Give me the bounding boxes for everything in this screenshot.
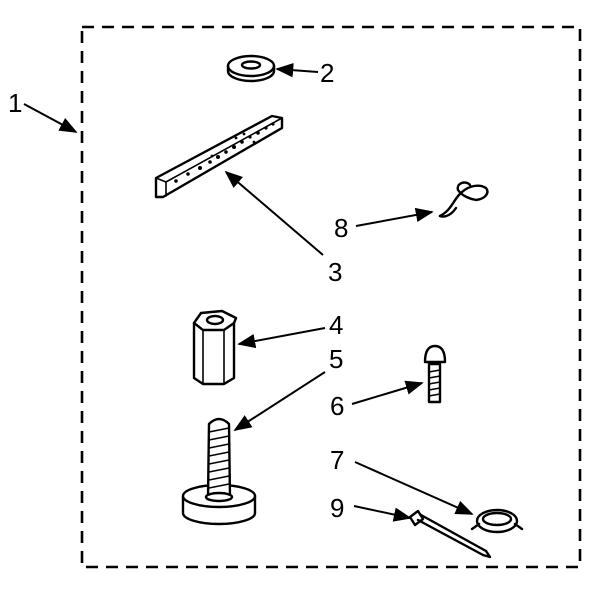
bracket-callout-label: 3 — [328, 257, 342, 287]
leveling-foot-leader-line — [233, 371, 326, 431]
bracket-leader-line — [224, 170, 324, 256]
clip-leader-line — [355, 207, 434, 227]
hex-coupling-nut-icon — [192, 309, 238, 386]
kit-boundary — [80, 25, 582, 569]
bolt-part: 6 — [330, 344, 447, 421]
tie-part: 9 — [330, 493, 492, 559]
washer-leader-line — [275, 63, 319, 78]
perforated-bracket-strap-icon — [154, 114, 284, 199]
bolt-callout-label: 6 — [330, 391, 344, 421]
callout-group-kit: 1 — [8, 88, 78, 133]
bolt-leader-line — [351, 380, 424, 405]
wire-clip-icon — [438, 181, 489, 218]
clamp-part: 7 — [330, 445, 524, 534]
clamp-leader-line — [354, 461, 474, 515]
carriage-bolt-icon — [423, 344, 447, 404]
coupling-nut-leader-line — [237, 327, 326, 349]
coupling-nut-callout-label: 4 — [329, 310, 343, 340]
washer-callout-label: 2 — [320, 58, 334, 88]
kit-callout-label: 1 — [8, 88, 22, 118]
cable-tie-icon — [408, 509, 492, 559]
leveling-leg-with-foot-icon — [181, 417, 257, 526]
leveling-foot-part: 5 — [181, 344, 343, 526]
bracket-part: 3 — [154, 114, 342, 287]
hose-clamp-icon — [470, 508, 524, 534]
tie-leader-line — [353, 505, 412, 522]
clamp-callout-label: 7 — [330, 445, 344, 475]
clip-part: 8 — [334, 181, 489, 243]
leveling-foot-callout-label: 5 — [329, 344, 343, 374]
washer-part: 2 — [226, 54, 334, 88]
clip-callout-label: 8 — [334, 213, 348, 243]
coupling-nut-part: 4 — [192, 309, 343, 386]
tie-callout-label: 9 — [330, 493, 344, 523]
kit-leader-line — [23, 103, 78, 133]
flat-washer-icon — [226, 54, 276, 83]
